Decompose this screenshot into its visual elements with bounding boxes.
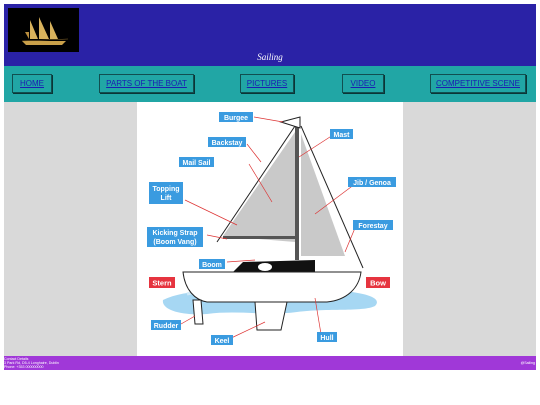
footer-social-handle[interactable]: @Sailing <box>520 361 535 365</box>
rudder-shape <box>192 299 204 325</box>
header: Sailing <box>4 4 536 66</box>
label-rudder-bg <box>151 320 181 330</box>
label-rudder: Rudder <box>154 323 179 330</box>
sailboat-diagram-svg: Burgee Mast Backstay Mail Sail Jib / Gen… <box>147 112 396 345</box>
site-title: Sailing <box>257 52 283 62</box>
logo <box>8 8 79 52</box>
label-jib-bg <box>348 177 396 187</box>
nav-competitive-scene[interactable]: COMPETITIVE SCENE <box>430 74 526 93</box>
label-topping-lift-line2: Lift <box>161 195 173 202</box>
label-topping-lift-bg <box>149 182 183 204</box>
nav-video[interactable]: VIDEO <box>342 74 384 93</box>
label-boom-bg <box>199 259 225 269</box>
label-topping-lift-line1: Topping <box>152 186 179 193</box>
nav-parts-of-the-boat[interactable]: PARTS OF THE BOAT <box>99 74 194 93</box>
jib-shape <box>301 134 345 256</box>
label-bow: Bow <box>370 279 386 288</box>
footer-contact: Contact Details 3 Park Rd, D5-4 Longhair… <box>4 357 59 369</box>
nav-home[interactable]: HOME <box>12 74 52 93</box>
label-mainsail-bg <box>179 157 214 167</box>
nav-pictures[interactable]: PICTURES <box>240 74 294 93</box>
keel-shape <box>254 301 288 331</box>
burgee-shape <box>279 116 301 129</box>
label-hull: Hull <box>320 335 333 342</box>
mainsail-shape <box>223 132 295 242</box>
label-stern: Stern <box>152 279 172 288</box>
nav-bar: HOME PARTS OF THE BOAT PICTURES VIDEO CO… <box>4 66 536 102</box>
mast-shape <box>295 126 299 260</box>
label-kicking-strap-line2: (Boom Vang) <box>153 239 196 246</box>
label-backstay-bg <box>208 137 246 147</box>
cabin-shape <box>233 260 315 272</box>
label-kicking-strap-line1: Kicking Strap <box>152 230 197 237</box>
label-forestay-bg <box>353 220 393 230</box>
label-stern-bg <box>149 277 175 288</box>
label-backstay: Backstay <box>212 140 243 147</box>
boom-shape <box>223 236 297 239</box>
label-keel-bg <box>211 335 233 345</box>
label-boom: Boom <box>202 262 222 269</box>
label-bow-bg <box>366 277 390 288</box>
footer-address: 3 Park Rd, D5-4 Longhaire, Dublin <box>4 361 59 365</box>
footer: Contact Details 3 Park Rd, D5-4 Longhair… <box>4 356 536 370</box>
label-burgee-bg <box>219 112 253 122</box>
label-jib: Jib / Genoa <box>353 180 391 187</box>
label-hull-bg <box>317 332 337 342</box>
label-mainsail: Mail Sail <box>182 160 210 167</box>
hull-shape <box>182 271 362 303</box>
label-mast: Mast <box>334 132 351 139</box>
label-kicking-strap-bg <box>147 227 203 247</box>
label-mast-bg <box>330 129 353 139</box>
label-burgee: Burgee <box>224 115 248 122</box>
label-forestay: Forestay <box>358 223 387 230</box>
footer-phone: Phone: +353 000000000 <box>4 365 44 369</box>
content-area: Burgee Mast Backstay Mail Sail Jib / Gen… <box>4 102 536 356</box>
sailboat-diagram: Burgee Mast Backstay Mail Sail Jib / Gen… <box>137 102 403 356</box>
ship-logo-icon <box>21 17 69 45</box>
label-keel: Keel <box>215 338 230 345</box>
footer-contact-title: Contact Details <box>4 357 29 361</box>
